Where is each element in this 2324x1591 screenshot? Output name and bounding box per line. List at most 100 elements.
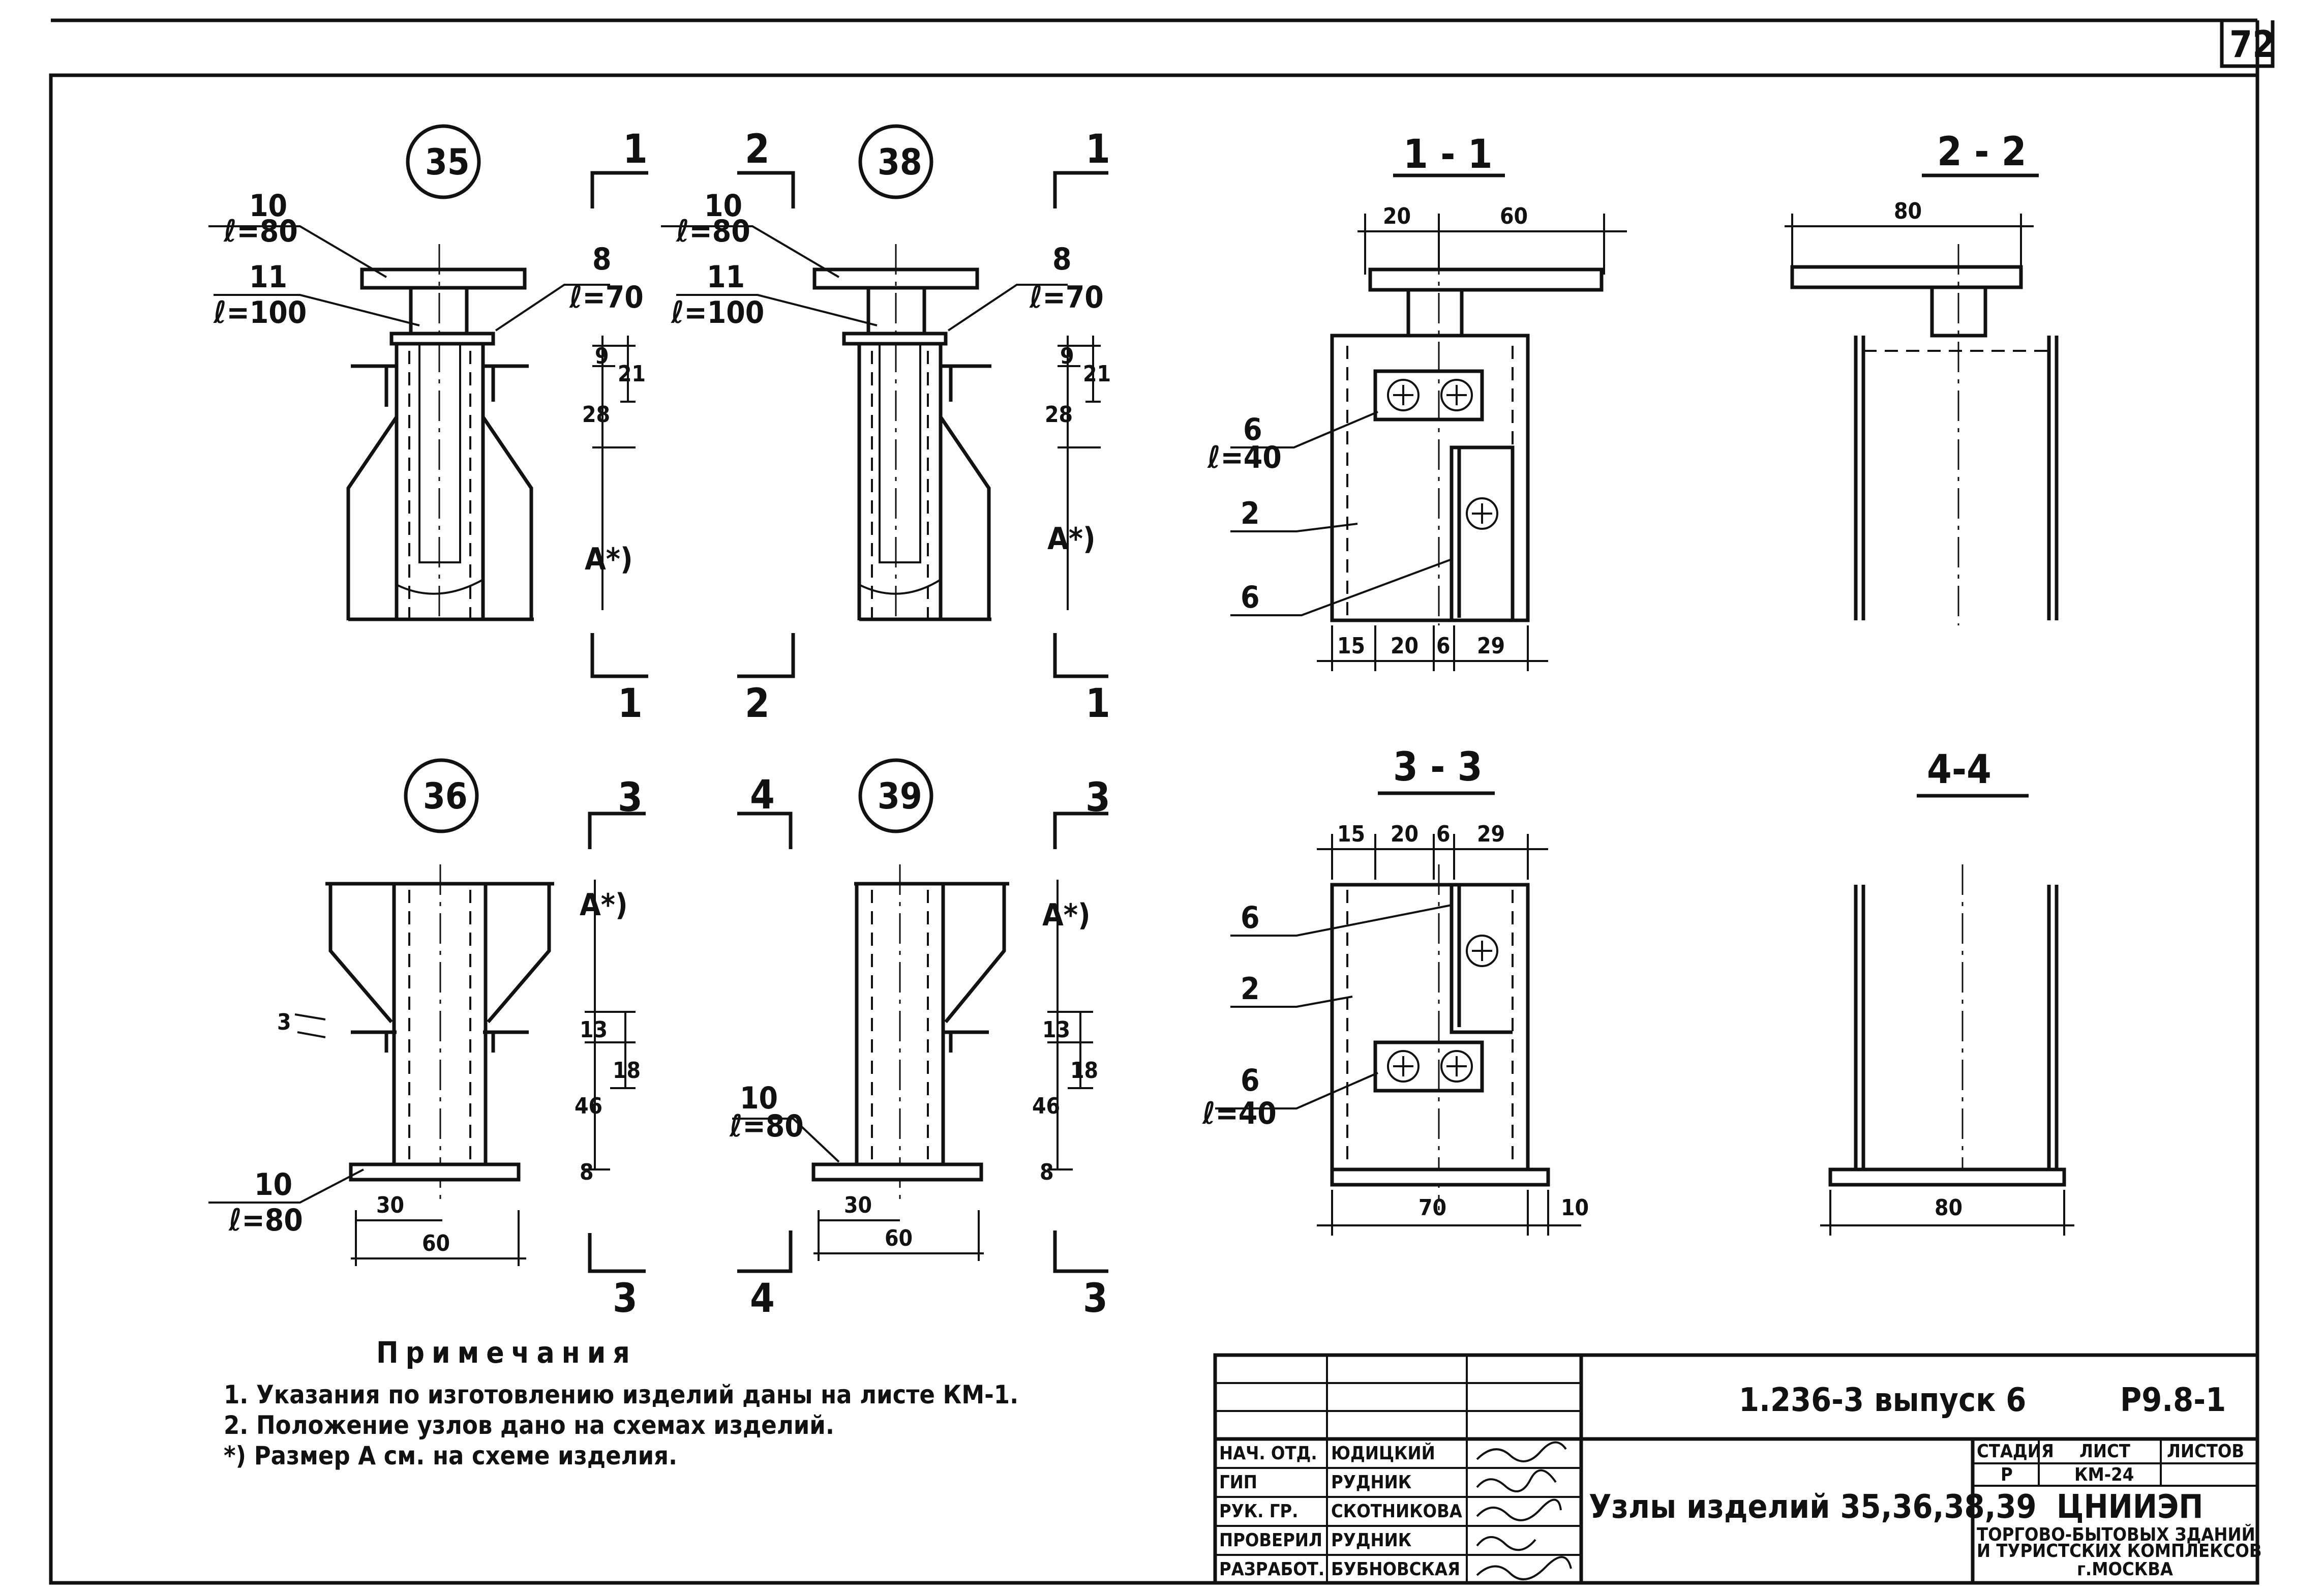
n38-dim21: 21	[1083, 361, 1111, 387]
s33-part2: 2	[1241, 971, 1260, 1007]
n36-dim18: 18	[613, 1058, 641, 1084]
tb-name-3: СКОТНИКОВА	[1331, 1501, 1462, 1522]
n36-part10-len: ℓ=80	[228, 1203, 303, 1238]
sheet-frame: 72	[49, 18, 2275, 1585]
node-36-number: 36	[423, 775, 468, 817]
tb-org: ЦНИИЭП	[2057, 1488, 2203, 1526]
tb-role-4: ПРОВЕРИЛ	[1219, 1530, 1322, 1551]
n35-part11: 11	[249, 259, 287, 295]
sheet-number: 72	[2229, 23, 2275, 66]
title-block: 1.236-3 выпуск 6 Р9.8-1 НАЧ. ОТД. ЮДИЦКИ…	[1213, 1353, 2262, 1585]
notes: Примечания 1. Указания по изготовлению и…	[224, 1335, 1018, 1470]
s11-part2: 2	[1241, 496, 1260, 531]
n39-dim13: 13	[1042, 1017, 1070, 1043]
tb-role-5: РАЗРАБОТ.	[1219, 1559, 1324, 1580]
tb-stage: Р	[2001, 1464, 2013, 1485]
n35-cut-top: 1	[623, 127, 648, 172]
tb-org-line1: ТОРГОВО-БЫТОВЫХ ЗДАНИЙ	[1977, 1524, 2255, 1545]
tb-title: Узлы изделий 35,36,38,39	[1589, 1488, 2037, 1526]
notes-heading: Примечания	[376, 1335, 637, 1370]
n39-dim18: 18	[1070, 1058, 1098, 1084]
node-39-number: 39	[878, 775, 922, 817]
n39-dim60: 60	[885, 1225, 913, 1251]
n39-dim30: 30	[844, 1192, 872, 1218]
n39-cut-left-bottom: 4	[750, 1276, 775, 1322]
n35-part10-len: ℓ=80	[223, 214, 298, 249]
note-3: *) Размер А см. на схеме изделия.	[224, 1441, 677, 1470]
n38-part10: 10	[704, 188, 742, 224]
node-38-marker	[858, 124, 933, 199]
tb-name-2: РУДНИК	[1331, 1472, 1412, 1493]
n35-dim9: 9	[595, 343, 609, 369]
n38-dim9: 9	[1060, 343, 1074, 369]
tb-signatures	[1476, 1441, 1572, 1580]
node-39: 39 4 4 3 3 10 ℓ=80 30 60 A*) 13 18 46 8	[729, 758, 1110, 1322]
n38-cut-left-bottom: 2	[745, 681, 770, 727]
n39-part10-len: ℓ=80	[729, 1108, 804, 1144]
n39-cut-top: 3	[1085, 775, 1110, 821]
s11-dim60: 60	[1500, 203, 1528, 229]
s33-dim6: 6	[1436, 821, 1451, 847]
tb-org-line3: г.МОСКВА	[2077, 1559, 2173, 1580]
n39-dim8: 8	[1040, 1159, 1054, 1185]
n35-part11-len: ℓ=100	[213, 295, 307, 331]
s22-dim80: 80	[1894, 198, 1922, 224]
n35-dimA: A*)	[585, 542, 633, 577]
n36-dim46: 46	[575, 1093, 602, 1119]
n38-part11-len: ℓ=100	[671, 295, 764, 331]
tb-sheets-header: ЛИСТОВ	[2167, 1441, 2244, 1462]
n36-cut-bottom: 3	[613, 1276, 638, 1322]
tb-sheet: КМ-24	[2074, 1464, 2134, 1485]
node-35-number: 35	[425, 141, 470, 183]
n36-dim8: 8	[580, 1159, 594, 1185]
n35-cut-bottom: 1	[618, 681, 643, 727]
tb-name-4: РУДНИК	[1331, 1530, 1412, 1551]
tb-sheet-code: Р9.8-1	[2120, 1382, 2226, 1419]
tb-role-3: РУК. ГР.	[1219, 1501, 1298, 1522]
s11-dim20: 20	[1383, 203, 1411, 229]
s22-title: 2 - 2	[1937, 129, 2027, 175]
s33-part6b: 6	[1241, 1063, 1260, 1098]
n39-part10: 10	[740, 1080, 778, 1116]
node-39-marker	[858, 758, 933, 833]
s33-dim10: 10	[1561, 1195, 1589, 1221]
s11-dim6: 6	[1436, 633, 1451, 659]
node-38-number: 38	[878, 141, 922, 183]
n35-dim21: 21	[618, 361, 646, 387]
n39-cut-left-top: 4	[750, 772, 775, 818]
s33-dim29: 29	[1477, 821, 1505, 847]
section-1-1: 1 - 1 20 60 6 ℓ=40 2 6 15 20 6 29	[1207, 132, 1627, 671]
n39-dim46: 46	[1032, 1093, 1060, 1119]
n39-dimA: A*)	[1042, 897, 1091, 933]
n38-part10-len: ℓ=80	[676, 214, 750, 249]
n36-cut-top: 3	[618, 775, 643, 821]
node-36-marker	[404, 758, 479, 833]
s44-dim80: 80	[1935, 1195, 1963, 1221]
tb-stage-header: СТАДИЯ	[1977, 1441, 2054, 1462]
node-35-marker	[406, 124, 481, 199]
n36-dim3: 3	[277, 1009, 291, 1035]
s11-part6a-len: ℓ=40	[1207, 440, 1282, 475]
tb-org-line2: И ТУРИСТСКИХ КОМПЛЕКСОВ	[1977, 1541, 2262, 1562]
n36-dim13: 13	[580, 1017, 608, 1043]
s11-part6a: 6	[1243, 412, 1262, 447]
n38-dim28: 28	[1045, 402, 1073, 428]
n36-part10: 10	[254, 1167, 292, 1203]
section-4-4: 4-4 80	[1820, 747, 2074, 1236]
n38-part8-len: ℓ=70	[1029, 280, 1104, 315]
note-2: 2. Положение узлов дано на схемах издели…	[224, 1410, 834, 1440]
s11-dim20b: 20	[1391, 633, 1418, 659]
n38-cut-bottom: 1	[1085, 681, 1110, 727]
n38-cut-top: 1	[1085, 127, 1110, 172]
tb-name-5: БУБНОВСКАЯ	[1331, 1559, 1460, 1580]
s33-dim15: 15	[1337, 821, 1365, 847]
tb-name-1: ЮДИЦКИЙ	[1331, 1443, 1435, 1464]
section-2-2: 2 - 2 80	[1785, 129, 2059, 625]
n38-part8: 8	[1052, 242, 1072, 277]
n38-cut-left-top: 2	[745, 127, 770, 172]
s33-dim70: 70	[1418, 1195, 1446, 1221]
s33-dim20: 20	[1391, 821, 1418, 847]
s11-title: 1 - 1	[1403, 132, 1493, 177]
s44-title: 4-4	[1927, 747, 1991, 793]
